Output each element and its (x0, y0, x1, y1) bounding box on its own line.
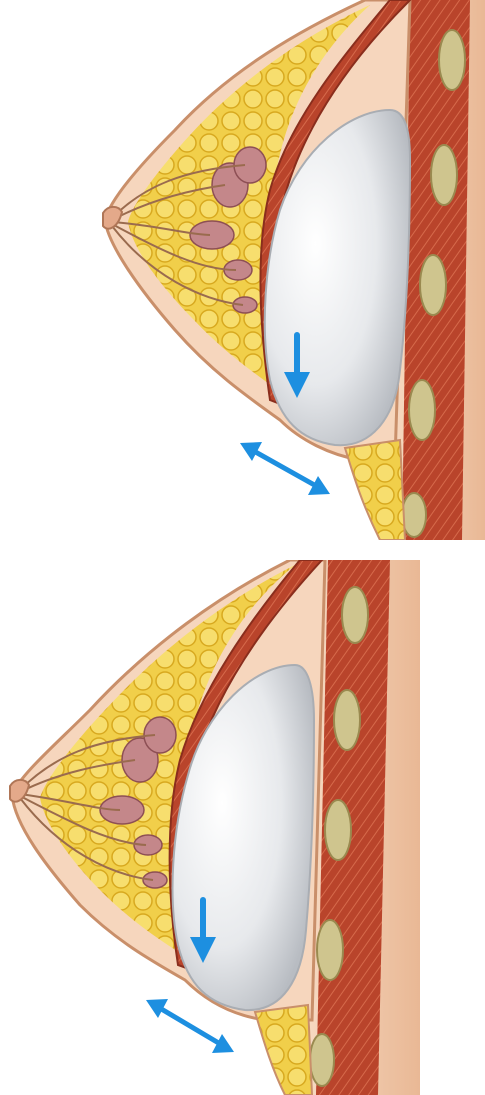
breast-implant-cross-section-bottom (0, 560, 485, 1095)
breast-implant-cross-section-top (0, 0, 485, 540)
inframammary-fat (255, 1005, 312, 1095)
double-headed-arrow-icon (240, 442, 330, 495)
inframammary-fat (345, 440, 405, 540)
top-panel (0, 0, 485, 540)
bottom-panel (0, 560, 485, 1095)
